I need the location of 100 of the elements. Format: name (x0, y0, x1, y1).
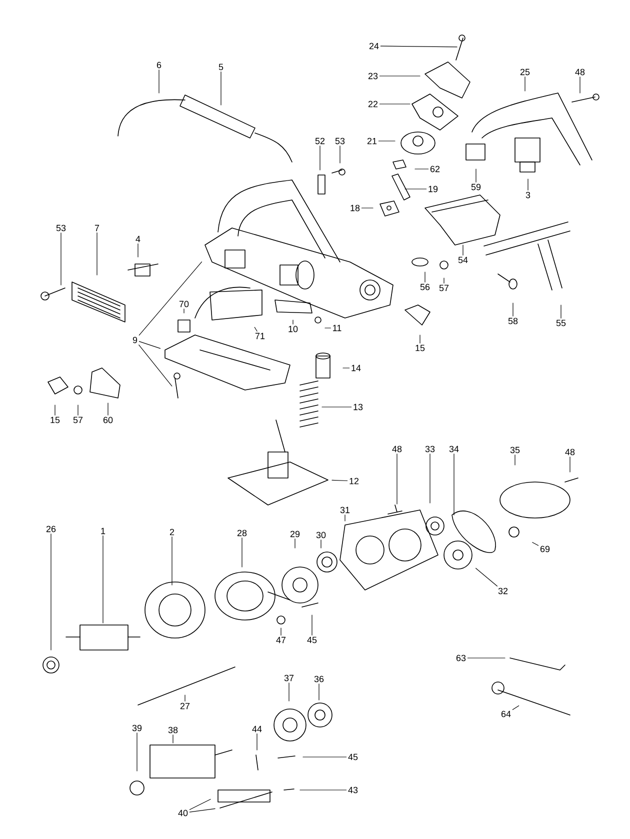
leader-line (462, 244, 464, 256)
callout-number: 26 (46, 526, 56, 532)
callout-number: 70 (179, 300, 189, 308)
callout-number: 21 (367, 138, 377, 144)
leader-line (138, 341, 161, 349)
leader-line (514, 454, 516, 466)
callout-number: 47 (276, 636, 286, 644)
leader-line (322, 406, 352, 408)
callout-number: 3 (526, 192, 530, 198)
leader-line (320, 540, 322, 548)
callout-number: 6 (156, 62, 162, 68)
callout-number: 5 (218, 64, 224, 70)
callout-number: 4 (136, 236, 140, 242)
callout-number: 34 (449, 446, 459, 452)
callout-number: 7 (94, 224, 100, 232)
leader-line (318, 684, 320, 700)
leader-line (404, 188, 427, 190)
callout-number: 48 (565, 448, 575, 456)
leader-line (172, 734, 174, 744)
leader-line (96, 232, 98, 276)
callout-number: 10 (288, 326, 298, 332)
leader-line (60, 232, 62, 286)
callout-number: 32 (498, 588, 508, 594)
leader-line (512, 302, 514, 316)
callout-number: 45 (348, 754, 358, 760)
leader-line (524, 76, 526, 92)
callout-number: 48 (575, 68, 585, 76)
callout-number: 9 (132, 336, 138, 344)
callout-number: 69 (540, 546, 550, 552)
callout-number: 37 (284, 674, 294, 682)
leader-line (280, 628, 282, 636)
callout-number: 62 (430, 166, 440, 172)
leader-line (294, 538, 296, 548)
callout-number: 15 (416, 344, 425, 352)
leader-line (189, 808, 216, 812)
callout-number: 58 (508, 318, 518, 324)
leader-line (302, 756, 347, 758)
leader-line (424, 272, 426, 282)
callout-number: 14 (352, 364, 361, 372)
leader-line (220, 72, 222, 106)
callout-number: 43 (348, 786, 358, 794)
callout-number: 60 (103, 416, 113, 424)
callout-number: 64 (501, 710, 511, 718)
leader-line (136, 732, 138, 772)
callout-number: 13 (354, 404, 363, 410)
callout-number: 40 (178, 810, 188, 816)
callout-number: 25 (520, 68, 530, 76)
callout-number: 1 (101, 528, 106, 534)
callout-number: 52 (315, 138, 325, 144)
leader-line (560, 304, 562, 318)
leader-line (102, 536, 104, 624)
callout-number: 48 (392, 446, 402, 452)
leader-line (414, 168, 429, 170)
callout-number: 18 (350, 204, 360, 212)
callout-number: 28 (237, 530, 247, 536)
leader-line (158, 70, 160, 94)
leader-line (512, 705, 520, 710)
callout-number: 53 (56, 224, 66, 232)
callout-number: 19 (428, 186, 438, 192)
callout-number: 36 (314, 676, 324, 682)
callout-number: 31 (340, 506, 350, 514)
callout-number: 56 (420, 284, 430, 290)
leader-line (288, 682, 290, 702)
callout-number: 59 (471, 184, 481, 190)
callout-number: 39 (132, 724, 142, 732)
leader-line (292, 320, 294, 324)
callout-number: 27 (180, 702, 190, 710)
callout-number: 24 (369, 42, 379, 50)
callout-number: 63 (456, 654, 466, 662)
callout-number: 57 (73, 416, 83, 424)
leader-line (254, 326, 258, 332)
leader-line (189, 798, 211, 810)
callout-number: 45 (307, 636, 317, 644)
leader-line (184, 694, 186, 702)
leader-line (378, 140, 396, 142)
callout-number: 54 (458, 256, 468, 264)
leader-line (380, 46, 458, 48)
callout-number: 12 (350, 478, 359, 484)
callout-number: 53 (335, 138, 345, 144)
leader-line (396, 454, 398, 504)
leader-line (476, 568, 498, 586)
callout-number: 71 (255, 332, 265, 340)
callout-number: 15 (50, 416, 60, 424)
leader-line (138, 262, 202, 336)
leader-line (344, 514, 346, 522)
callout-number: 38 (168, 726, 178, 734)
leader-line (138, 344, 172, 386)
leader-line (54, 404, 56, 416)
callout-number: 57 (439, 284, 449, 292)
callout-number: 22 (368, 100, 378, 108)
callout-number: 44 (252, 726, 262, 732)
callout-number: 2 (170, 528, 174, 536)
callout-number: 35 (510, 446, 520, 454)
callout-number: 11 (333, 324, 342, 332)
leader-line (332, 480, 348, 482)
callout-number: 33 (425, 446, 435, 452)
leader-line (256, 733, 258, 750)
callout-number: 55 (556, 320, 566, 326)
callout-number: 23 (368, 72, 378, 80)
callout-number: 29 (290, 530, 300, 538)
